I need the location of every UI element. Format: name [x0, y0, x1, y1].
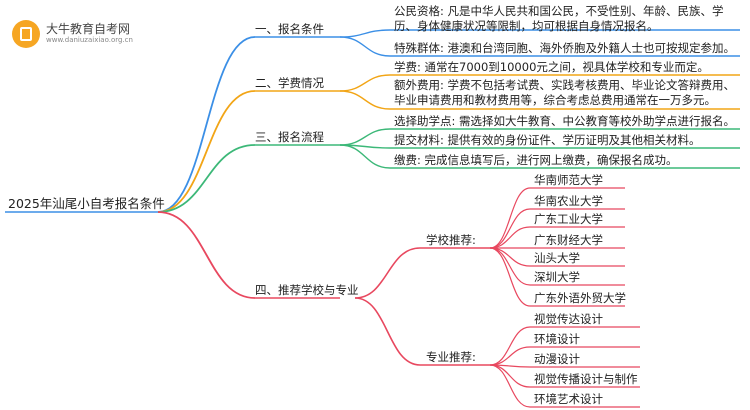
branch-connector — [157, 144, 256, 213]
item-connector — [489, 326, 531, 366]
school-item: 华南师范大学 — [534, 173, 603, 187]
item-connector — [489, 364, 531, 388]
major-item: 动漫设计 — [534, 352, 580, 366]
leaf-submit-materials: 提交材料: 提供有效的身份证件、学历证明及其他相关材料。 — [394, 133, 701, 147]
leaf-eligibility: 公民资格: 凡是中华人民共和国公民，不受性别、年龄、民族、学历、身体健康状况等限… — [394, 4, 724, 33]
branch-label-1: 一、报名条件 — [255, 22, 324, 36]
item-connector — [489, 187, 531, 249]
leaf-extra-fees: 额外费用: 学费不包括考试费、实践考核费用、毕业论文答辩费用、毕业申请费用和教材… — [394, 78, 736, 107]
leaf-connector — [339, 128, 391, 146]
branch-connector — [157, 36, 256, 213]
school-item: 汕头大学 — [534, 251, 580, 265]
school-item: 广东工业大学 — [534, 212, 603, 226]
school-item: 广东外语外贸大学 — [534, 291, 626, 305]
major-item: 视觉传达设计 — [534, 312, 603, 326]
major-item: 环境设计 — [534, 332, 580, 346]
school-item: 广东财经大学 — [534, 233, 603, 247]
book-icon — [12, 20, 40, 48]
school-item: 华南农业大学 — [534, 194, 603, 208]
item-connector — [489, 364, 531, 408]
school-item: 深圳大学 — [534, 270, 580, 284]
branch-connector — [157, 211, 256, 299]
leaf-special-groups: 特殊群体: 港澳和台湾同胞、海外侨胞及外籍人士也可按规定参加。 — [394, 41, 736, 55]
leaf-connector — [339, 36, 391, 57]
root-topic: 2025年汕尾小自考报名条件 — [8, 196, 165, 211]
logo-url: www.daniuzaixiao.org.cn — [46, 36, 133, 44]
leaf-connector — [339, 144, 391, 169]
group-connector — [354, 297, 421, 366]
group-label-majors: 专业推荐: — [426, 350, 476, 364]
logo-name: 大牛教育自考网 — [46, 22, 131, 36]
leaf-connector — [339, 29, 391, 38]
leaf-connector — [339, 90, 391, 110]
group-connector — [354, 247, 421, 299]
leaf-payment: 缴费: 完成信息填写后，进行网上缴费，确保报名成功。 — [394, 153, 678, 167]
site-logo: 大牛教育自考网 www.daniuzaixiao.org.cn — [12, 18, 133, 52]
leaf-connector — [339, 74, 391, 92]
branch-label-3: 三、报名流程 — [255, 130, 324, 144]
branch-label-2: 二、学费情况 — [255, 76, 324, 90]
item-connector — [489, 208, 531, 249]
leaf-tuition: 学费: 通常在7000到10000元之间，视具体学校和专业而定。 — [394, 60, 709, 74]
item-connector — [489, 226, 531, 249]
leaf-choose-center: 选择助学点: 需选择如大牛教育、中公教育等校外助学点进行报名。 — [394, 114, 736, 128]
item-connector — [489, 247, 531, 307]
branch-label-4: 四、推荐学校与专业 — [255, 283, 359, 297]
branch-connector — [157, 90, 256, 213]
item-connector — [489, 247, 531, 286]
item-connector — [489, 346, 531, 366]
major-item: 环境艺术设计 — [534, 392, 603, 406]
group-label-schools: 学校推荐: — [426, 233, 476, 247]
major-item: 视觉传播设计与制作 — [534, 372, 638, 386]
